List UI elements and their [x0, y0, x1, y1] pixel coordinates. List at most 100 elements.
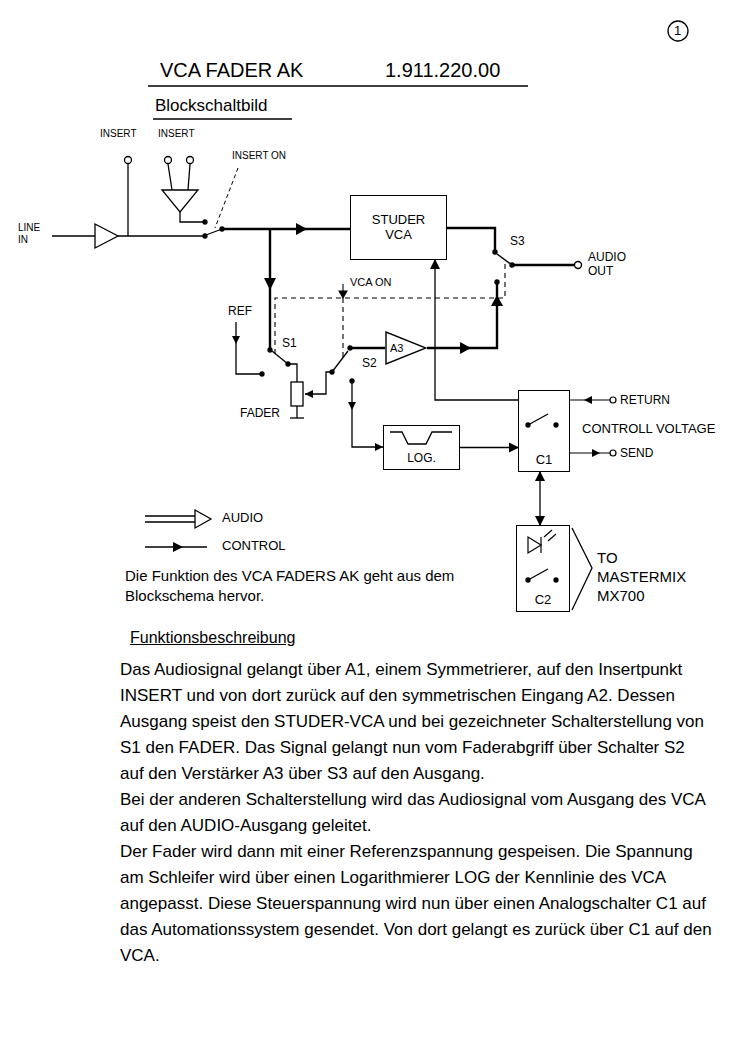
audio-arrowhead	[264, 278, 276, 290]
switch-s3	[493, 250, 497, 254]
switch-s3	[493, 250, 582, 284]
switch-s1-fader	[236, 322, 260, 374]
audio-arrowhead	[264, 223, 503, 354]
paragraph: Bei der anderen Schalterstellung wird da…	[120, 787, 712, 839]
legend-sample	[145, 516, 195, 522]
control-io-wire	[610, 450, 616, 456]
note-text: Die Funktion des VCA FADERS AK geht aus …	[125, 566, 510, 606]
heading-underline	[148, 85, 528, 87]
switch-s2	[330, 346, 383, 447]
input-insert-network	[52, 157, 224, 249]
switch-s1-fader	[260, 372, 264, 376]
switch-s3	[495, 280, 499, 284]
signal-name: VCA ON	[350, 276, 392, 289]
input-insert-network	[95, 224, 118, 248]
audio-path	[512, 264, 575, 266]
audio-arrowhead	[460, 342, 471, 354]
switch-name: S1	[282, 336, 297, 350]
control-connector	[539, 472, 540, 525]
paragraph: Das Audiosignal gelangt über A1, einem S…	[120, 657, 712, 787]
switch-s2	[332, 351, 348, 372]
input-insert-network	[52, 235, 95, 236]
vca-on-link	[342, 298, 343, 357]
switch-box: C1	[518, 390, 570, 472]
analog-switch-symbol	[526, 414, 558, 582]
audio-arrowhead	[296, 223, 307, 235]
node-label: C2	[535, 593, 552, 608]
switch-box: C2	[516, 525, 570, 612]
control-arrowhead	[305, 390, 313, 398]
input-insert-network	[203, 220, 207, 224]
insert-on-leader	[215, 168, 238, 228]
switch-s2	[352, 383, 383, 447]
analog-switch-symbol	[554, 423, 558, 427]
legend-sample	[145, 542, 207, 552]
input-insert-network	[188, 164, 190, 190]
legend-sample	[173, 542, 183, 552]
page-number-circle	[668, 21, 688, 41]
signal-name: CONTROLL VOLTAGE	[582, 421, 715, 437]
signal-name: RETURN	[620, 393, 670, 407]
led-symbol	[548, 534, 556, 541]
switch-s1-fader	[291, 382, 303, 406]
input-insert-network	[125, 157, 132, 164]
vca-box: STUDER VCA	[350, 195, 447, 260]
legend-text: AUDIO	[222, 510, 263, 526]
audio-path	[447, 228, 495, 250]
part-name: FADER	[240, 406, 280, 420]
switch-s1-fader	[296, 406, 297, 418]
input-insert-network	[165, 157, 172, 164]
signal-name: REF	[228, 304, 252, 318]
vca-on-link	[275, 261, 505, 357]
legend-samples	[145, 510, 211, 552]
vca-on-arrow	[339, 284, 347, 298]
audio-arrowhead	[491, 295, 503, 306]
switch-name: S3	[510, 234, 525, 248]
log-curve-symbol	[390, 432, 452, 444]
node-label: A3	[390, 342, 403, 355]
control-connector	[435, 260, 518, 400]
analog-switch-symbol	[528, 414, 548, 425]
analog-switch-symbol	[528, 569, 548, 580]
input-insert-network	[180, 212, 205, 222]
switch-s3	[575, 262, 582, 269]
switch-s3	[497, 254, 512, 265]
led-symbol	[528, 537, 541, 553]
switch-s2	[350, 379, 354, 383]
control-io-wire	[610, 397, 616, 403]
paragraph: Der Fader wird dann mit einer Referenzsp…	[120, 839, 712, 969]
signal-name: SEND	[620, 446, 653, 460]
log-curve-symbol	[390, 432, 452, 444]
signal-name: LINE IN	[18, 222, 50, 246]
audio-path	[222, 228, 575, 348]
mastermix-bracket	[572, 528, 592, 610]
audio-path	[350, 347, 385, 349]
switch-s1-fader	[290, 417, 304, 418]
mastermix-bracket	[572, 528, 592, 610]
amplifier-outline	[386, 332, 426, 364]
node-label: STUDER VCA	[363, 213, 435, 243]
page-number-circle	[668, 21, 688, 41]
log-box: LOG.	[383, 425, 460, 470]
insert-on-leader	[215, 168, 238, 228]
node-label: C1	[536, 453, 553, 468]
led-symbol	[540, 537, 541, 553]
signal-name: INSERT ON	[232, 150, 286, 162]
switch-s1-fader	[272, 351, 288, 364]
input-insert-network	[127, 164, 128, 236]
signal-name: INSERT	[158, 128, 195, 140]
switch-s2	[348, 346, 352, 350]
audio-path	[222, 228, 350, 230]
input-insert-network	[118, 235, 205, 236]
input-insert-network	[187, 157, 194, 164]
heading-underline	[153, 118, 292, 120]
page-number: 1	[674, 23, 681, 39]
input-insert-network	[168, 164, 172, 190]
led-symbol	[528, 530, 556, 553]
part-number: 1.911.220.00	[385, 58, 500, 82]
section-heading: Funktionsbeschreibung	[130, 628, 295, 647]
led-symbol	[544, 530, 552, 537]
title-text: VCA FADER AK	[160, 58, 303, 82]
amplifier-triangle: A3	[385, 331, 427, 365]
legend-text: CONTROL	[222, 538, 286, 554]
